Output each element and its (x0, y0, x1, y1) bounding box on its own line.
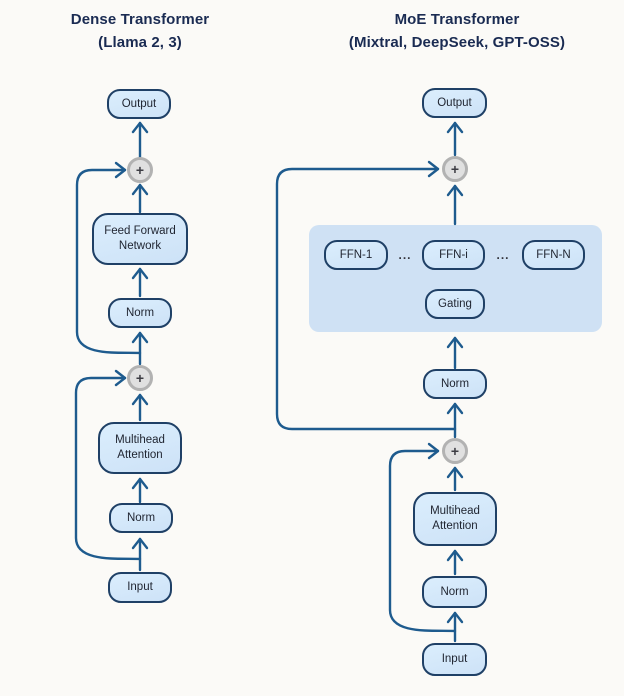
moe-expert-ffni-node: FFN-i (422, 240, 485, 270)
moe-expert-ffnn-node: FFN-N (522, 240, 585, 270)
moe-gating-node: Gating (425, 289, 485, 319)
moe-multihead-attention-node: Multihead Attention (413, 492, 497, 546)
plus-icon: + (136, 162, 144, 178)
add-circle-icon (442, 156, 468, 182)
moe-title-line1: MoE Transformer (394, 11, 520, 28)
dense-transformer-title: Dense Transformer (Llama 2, 3) (30, 9, 250, 54)
dense-feed-forward-node: Feed Forward Network (92, 213, 188, 265)
left-add-circle-ffn: + (127, 157, 153, 183)
experts-ellipsis-left: ... (398, 248, 412, 262)
add-circle-icon (127, 157, 153, 183)
moe-transformer-title: MoE Transformer (Mixtral, DeepSeek, GPT-… (317, 9, 597, 54)
dense-norm-pre-node: Norm (109, 503, 173, 533)
plus-icon: + (451, 443, 459, 459)
dense-output-node: Output (107, 89, 171, 119)
moe-output-node: Output (422, 88, 487, 118)
dense-input-node: Input (108, 572, 172, 603)
experts-ellipsis-right: ... (496, 248, 510, 262)
moe-norm-pre-node: Norm (422, 576, 487, 608)
right-add-circle-attention: + (442, 438, 468, 464)
moe-expert-ffn1-node: FFN-1 (324, 240, 388, 270)
plus-icon: + (451, 161, 459, 177)
add-circle-icon (127, 365, 153, 391)
dense-multihead-attention-node: Multihead Attention (98, 422, 182, 474)
right-add-circle-ffn: + (442, 156, 468, 182)
plus-icon: + (136, 370, 144, 386)
dense-title-line2: (Llama 2, 3) (98, 33, 182, 51)
dense-title-line1: Dense Transformer (70, 11, 210, 28)
dense-norm-post-node: Norm (108, 298, 172, 328)
left-add-circle-attention: + (127, 365, 153, 391)
moe-input-node: Input (422, 643, 487, 676)
moe-norm-post-node: Norm (423, 369, 487, 399)
moe-title-line2: (Mixtral, DeepSeek, GPT-OSS) (348, 33, 566, 51)
add-circle-icon (442, 438, 468, 464)
